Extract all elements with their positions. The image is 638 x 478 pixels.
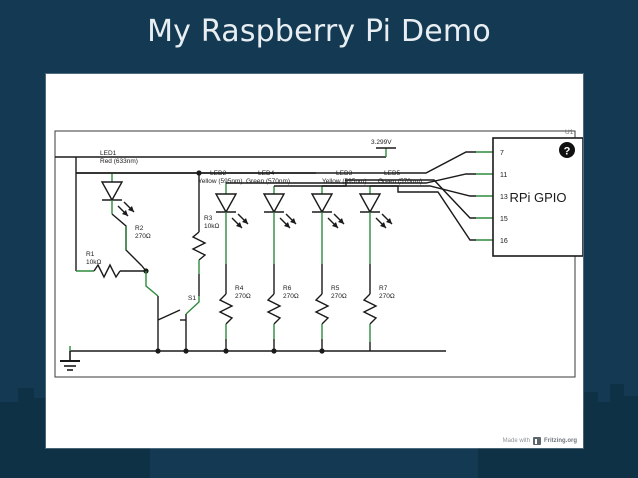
r5-ref-label: R5 [331, 285, 340, 292]
led2-spec-label: Yellow (595nm) [198, 178, 243, 185]
r4-value-label: 270Ω [235, 293, 251, 300]
resistor-symbol-r1 [93, 263, 121, 279]
fritzing-logo-icon [533, 437, 541, 445]
r7-ref-label: R7 [379, 285, 388, 292]
watermark-brand-text: Fritzing.org [544, 438, 577, 444]
gpio-pin-label-16: 16 [500, 238, 508, 245]
led1-spec-label: Red (633nm) [100, 158, 138, 165]
led-column-led5 [358, 186, 393, 351]
resistor-symbol-r3 [191, 231, 207, 261]
ic-label: RPi GPIO [509, 190, 566, 205]
fritzing-watermark: Made with Fritzing.org [503, 437, 577, 445]
r4-ref-label: R4 [235, 285, 244, 292]
led5-spec-label: Green (570nm) [378, 178, 422, 185]
watermark-made-with-text: Made with [502, 438, 530, 444]
r2-value-label: 270Ω [135, 233, 151, 240]
u1-ref-label: U1 [565, 129, 574, 136]
led1-ref-label: LED1 [100, 150, 117, 157]
r5-value-label: 270Ω [331, 293, 347, 300]
r3-ref-label: R3 [204, 215, 213, 222]
led-column-led2 [214, 183, 249, 354]
r6-ref-label: R6 [283, 285, 292, 292]
r7-value-label: 270Ω [379, 293, 395, 300]
gpio-pin-label-7: 7 [500, 150, 504, 157]
r1-value-label: 10kΩ [86, 259, 101, 266]
switch-symbol-s1 [157, 296, 200, 326]
gpio-pin-label-13: 13 [500, 194, 508, 201]
r6-value-label: 270Ω [283, 293, 299, 300]
svg-text:?: ? [564, 146, 571, 158]
gpio-pin-label-15: 15 [500, 216, 508, 223]
circuit-schematic-image: 3.299V LED1 Red (633nm) R2 [54, 129, 583, 378]
schematic-panel: 3.299V LED1 Red (633nm) R2 [46, 74, 583, 448]
led4-spec-label: Green (570nm) [246, 178, 290, 185]
power-rail-label: 3.299V [371, 139, 392, 146]
junction-dot [183, 348, 189, 354]
led-column-led4 [262, 186, 297, 354]
r1-ref-label: R1 [86, 251, 95, 258]
r2-ref-label: R2 [135, 225, 144, 232]
question-mark-icon[interactable]: ? [559, 142, 575, 158]
led-symbol-led1 [100, 181, 135, 217]
page-title: My Raspberry Pi Demo [147, 14, 491, 49]
gpio-pin-label-11: 11 [500, 172, 507, 179]
ground-symbol [60, 351, 80, 371]
junction-dot [155, 348, 161, 354]
s1-ref-label: S1 [188, 295, 196, 302]
led-column-led3 [310, 186, 345, 354]
r3-value-label: 10kΩ [204, 223, 219, 230]
led3-spec-label: Yellow (595nm) [322, 178, 367, 185]
